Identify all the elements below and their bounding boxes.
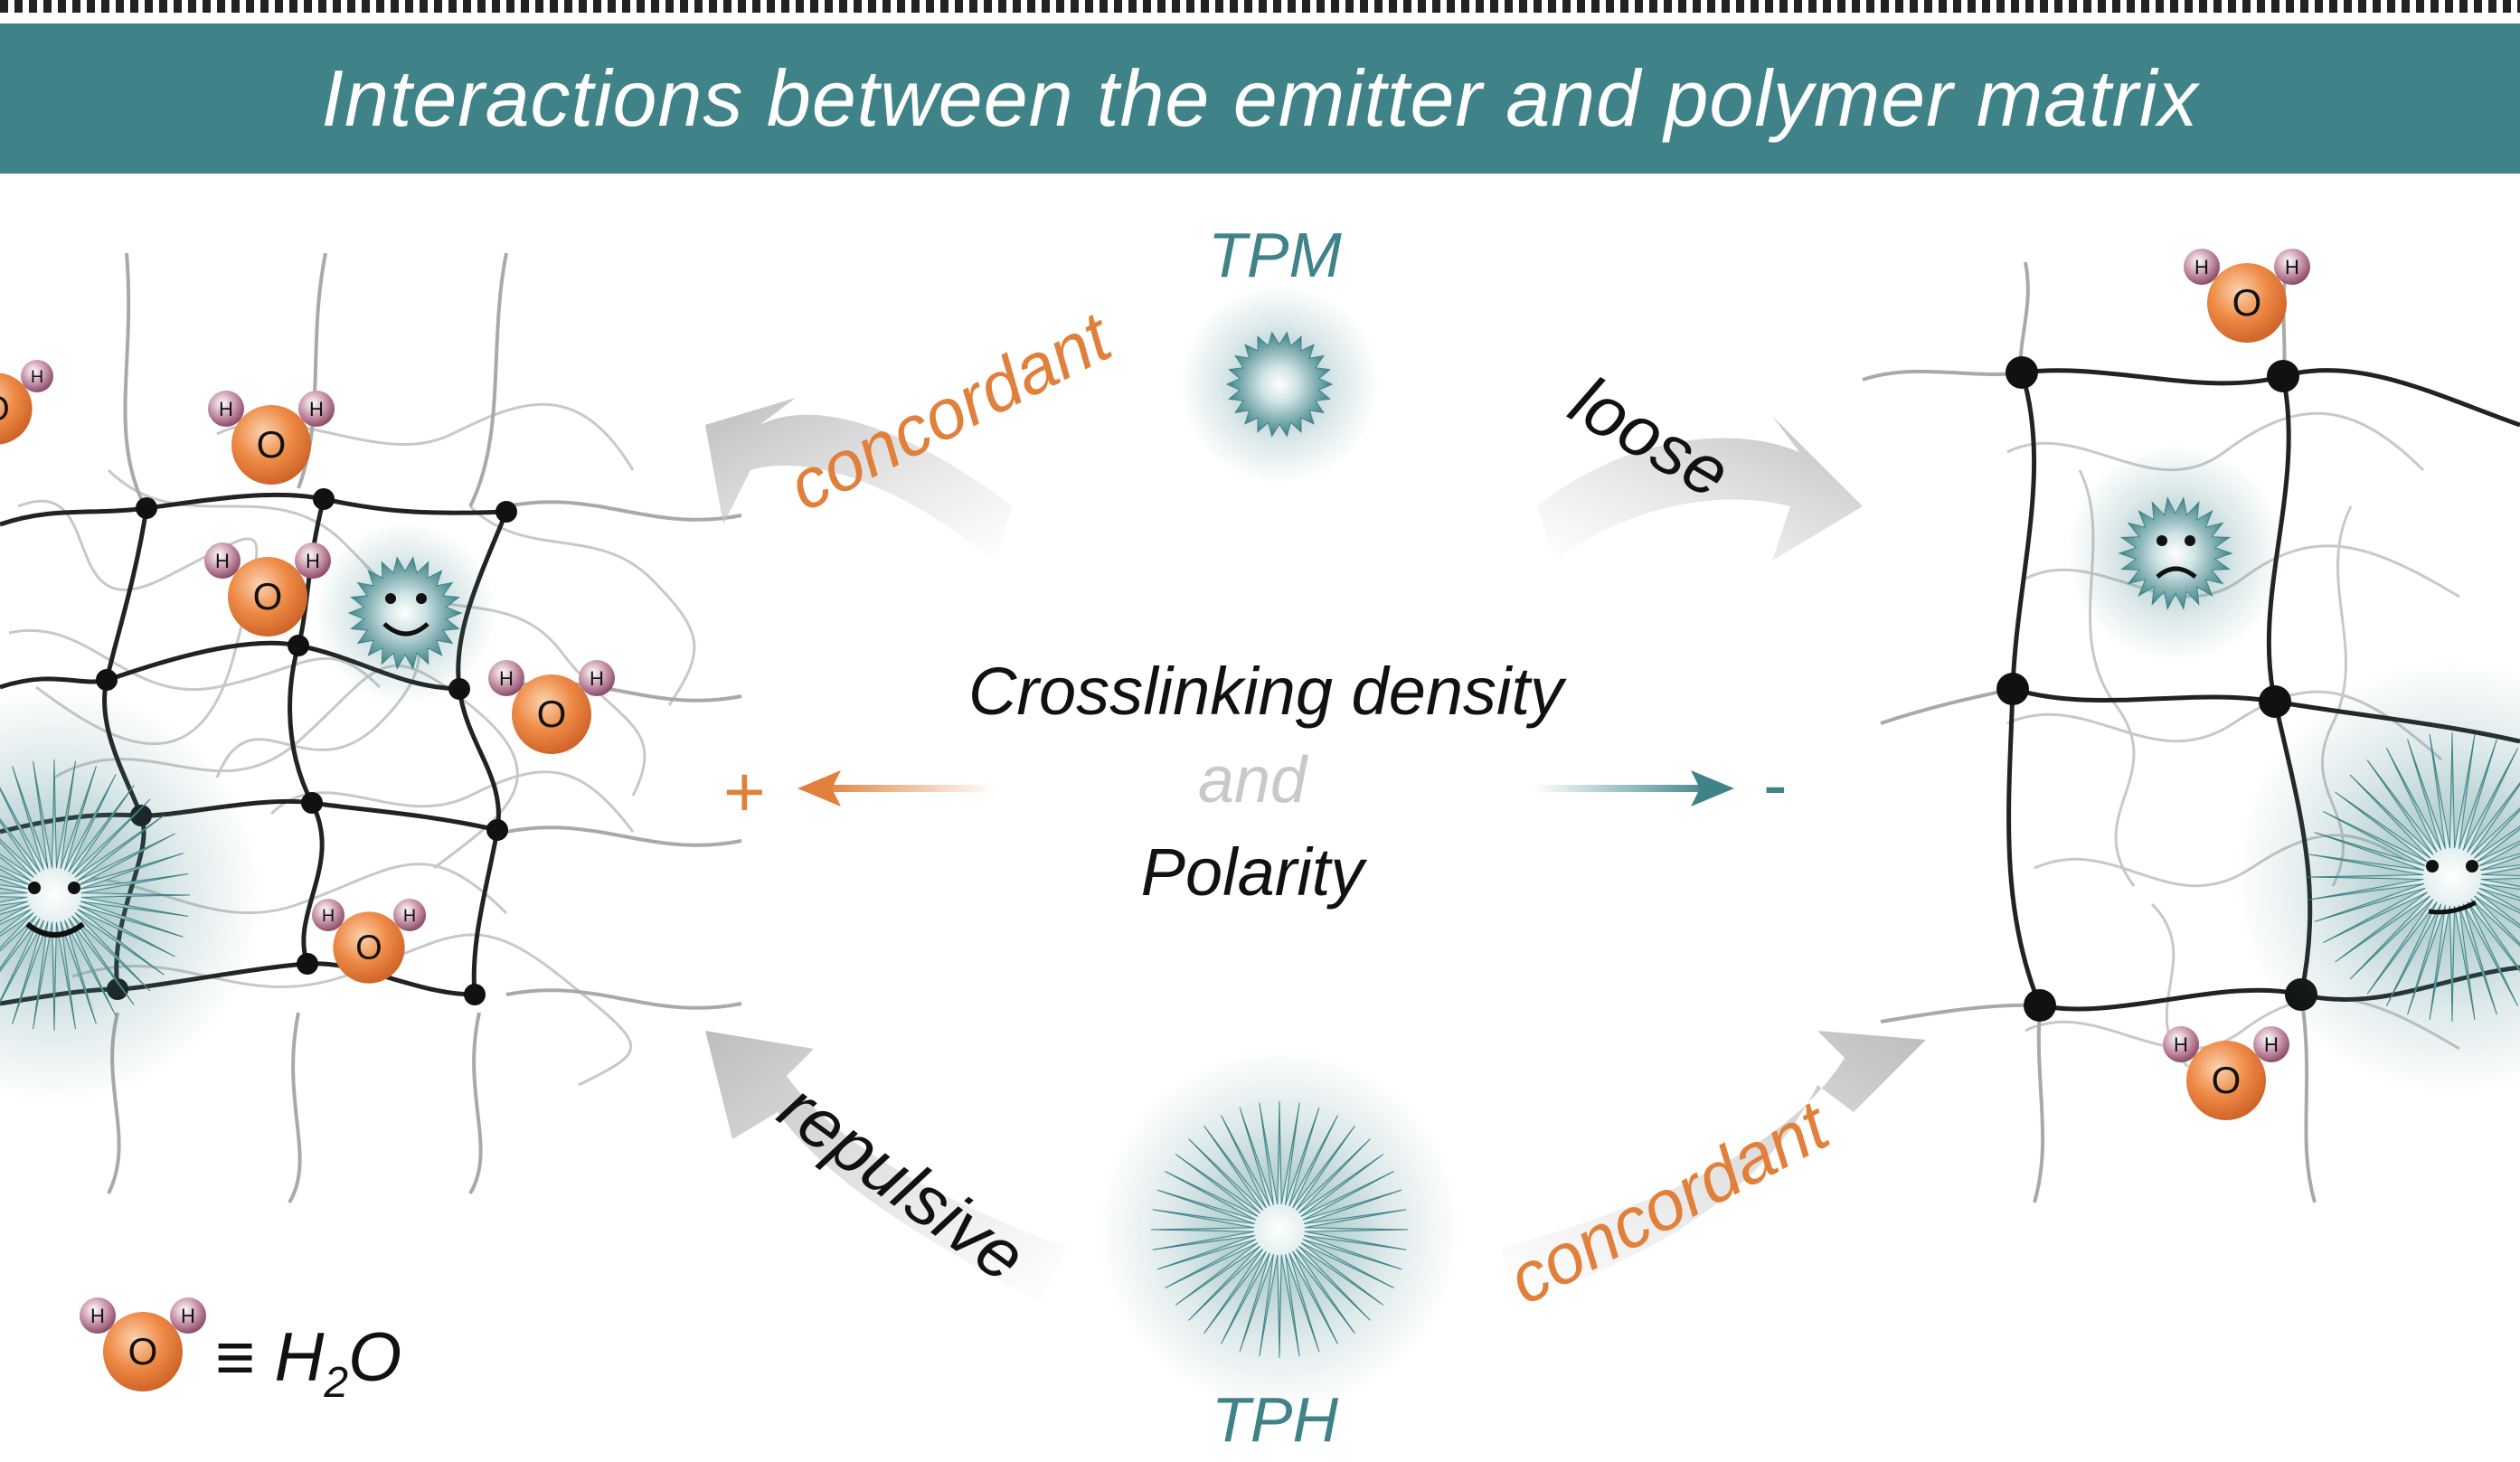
arrow-increase (798, 770, 995, 806)
tph-emitter-icon (1099, 1049, 1460, 1410)
hydrogen-label: H (2174, 1033, 2188, 1056)
hydrogen-label: H (219, 398, 233, 420)
hydrogen-label: H (2285, 256, 2299, 278)
center-label-and: and (1197, 744, 1307, 816)
water-molecule-icon: O H H (2184, 249, 2310, 343)
arrow-bottom-left (705, 1031, 1067, 1302)
minus-sign: - (1763, 744, 1788, 825)
oxygen-label: O (253, 575, 283, 618)
happy-tpm-emitter-icon (315, 523, 496, 703)
hydrogen-label: H (499, 667, 514, 690)
oxygen-label: O (128, 1330, 158, 1372)
legend-h2o: ≡ H2O (215, 1318, 402, 1407)
water-molecule-icon: OHH (0, 360, 53, 445)
water-molecule-icon: O H H (204, 542, 331, 637)
center-label-polarity: Polarity (1140, 835, 1364, 910)
smiling-tph-emitter-icon (2235, 660, 2520, 1094)
hydrogen-label: H (215, 550, 230, 572)
legend-equiv: ≡ H (215, 1319, 325, 1396)
oxygen-label: O (257, 423, 287, 466)
top-dashed-border (0, 0, 2520, 13)
happy-tph-emitter-icon (0, 687, 262, 1103)
oxygen-label: O (355, 929, 382, 967)
hydrogen-label: H (590, 667, 604, 690)
title-banner (0, 24, 2520, 174)
hydrogen-label: H (31, 367, 43, 387)
tpm-emitter-icon (1180, 285, 1379, 484)
oxygen-label: O (2232, 281, 2262, 324)
hydrogen-label: H (306, 550, 320, 572)
center-label-crosslinking: Crosslinking density (967, 654, 1564, 729)
hydrogen-label: H (2194, 256, 2209, 278)
oxygen-label: O (2212, 1059, 2242, 1101)
arrow-bottom-right (1501, 1031, 1926, 1302)
plus-sign: + (723, 751, 766, 832)
hydrogen-label: H (322, 906, 335, 926)
legend-suffix: O (348, 1319, 402, 1396)
hydrogen-label: H (2264, 1033, 2279, 1056)
banner-title: Interactions between the emitter and pol… (321, 53, 2199, 143)
tph-label: TPH (1212, 1384, 1338, 1455)
water-molecule-icon: OH H (488, 660, 615, 754)
oxygen-label: O (0, 391, 10, 429)
hydrogen-label: H (181, 1305, 195, 1327)
water-molecule-icon: O H H (80, 1297, 206, 1391)
sad-tpm-emitter-icon (2067, 445, 2284, 662)
hydrogen-label: H (403, 906, 416, 926)
water-molecules: OHHOHHOHHOHHOHHOHHOHHOHH (0, 249, 2310, 1391)
arrow-decrease (1533, 770, 1734, 806)
arrow-top-left (705, 398, 1013, 561)
tpm-label: TPM (1208, 220, 1342, 290)
hydrogen-label: H (309, 398, 324, 420)
hydrogen-label: H (90, 1305, 105, 1327)
legend-subscript: 2 (324, 1359, 349, 1407)
oxygen-label: O (537, 693, 567, 735)
arrow-top-right (1537, 416, 1863, 561)
